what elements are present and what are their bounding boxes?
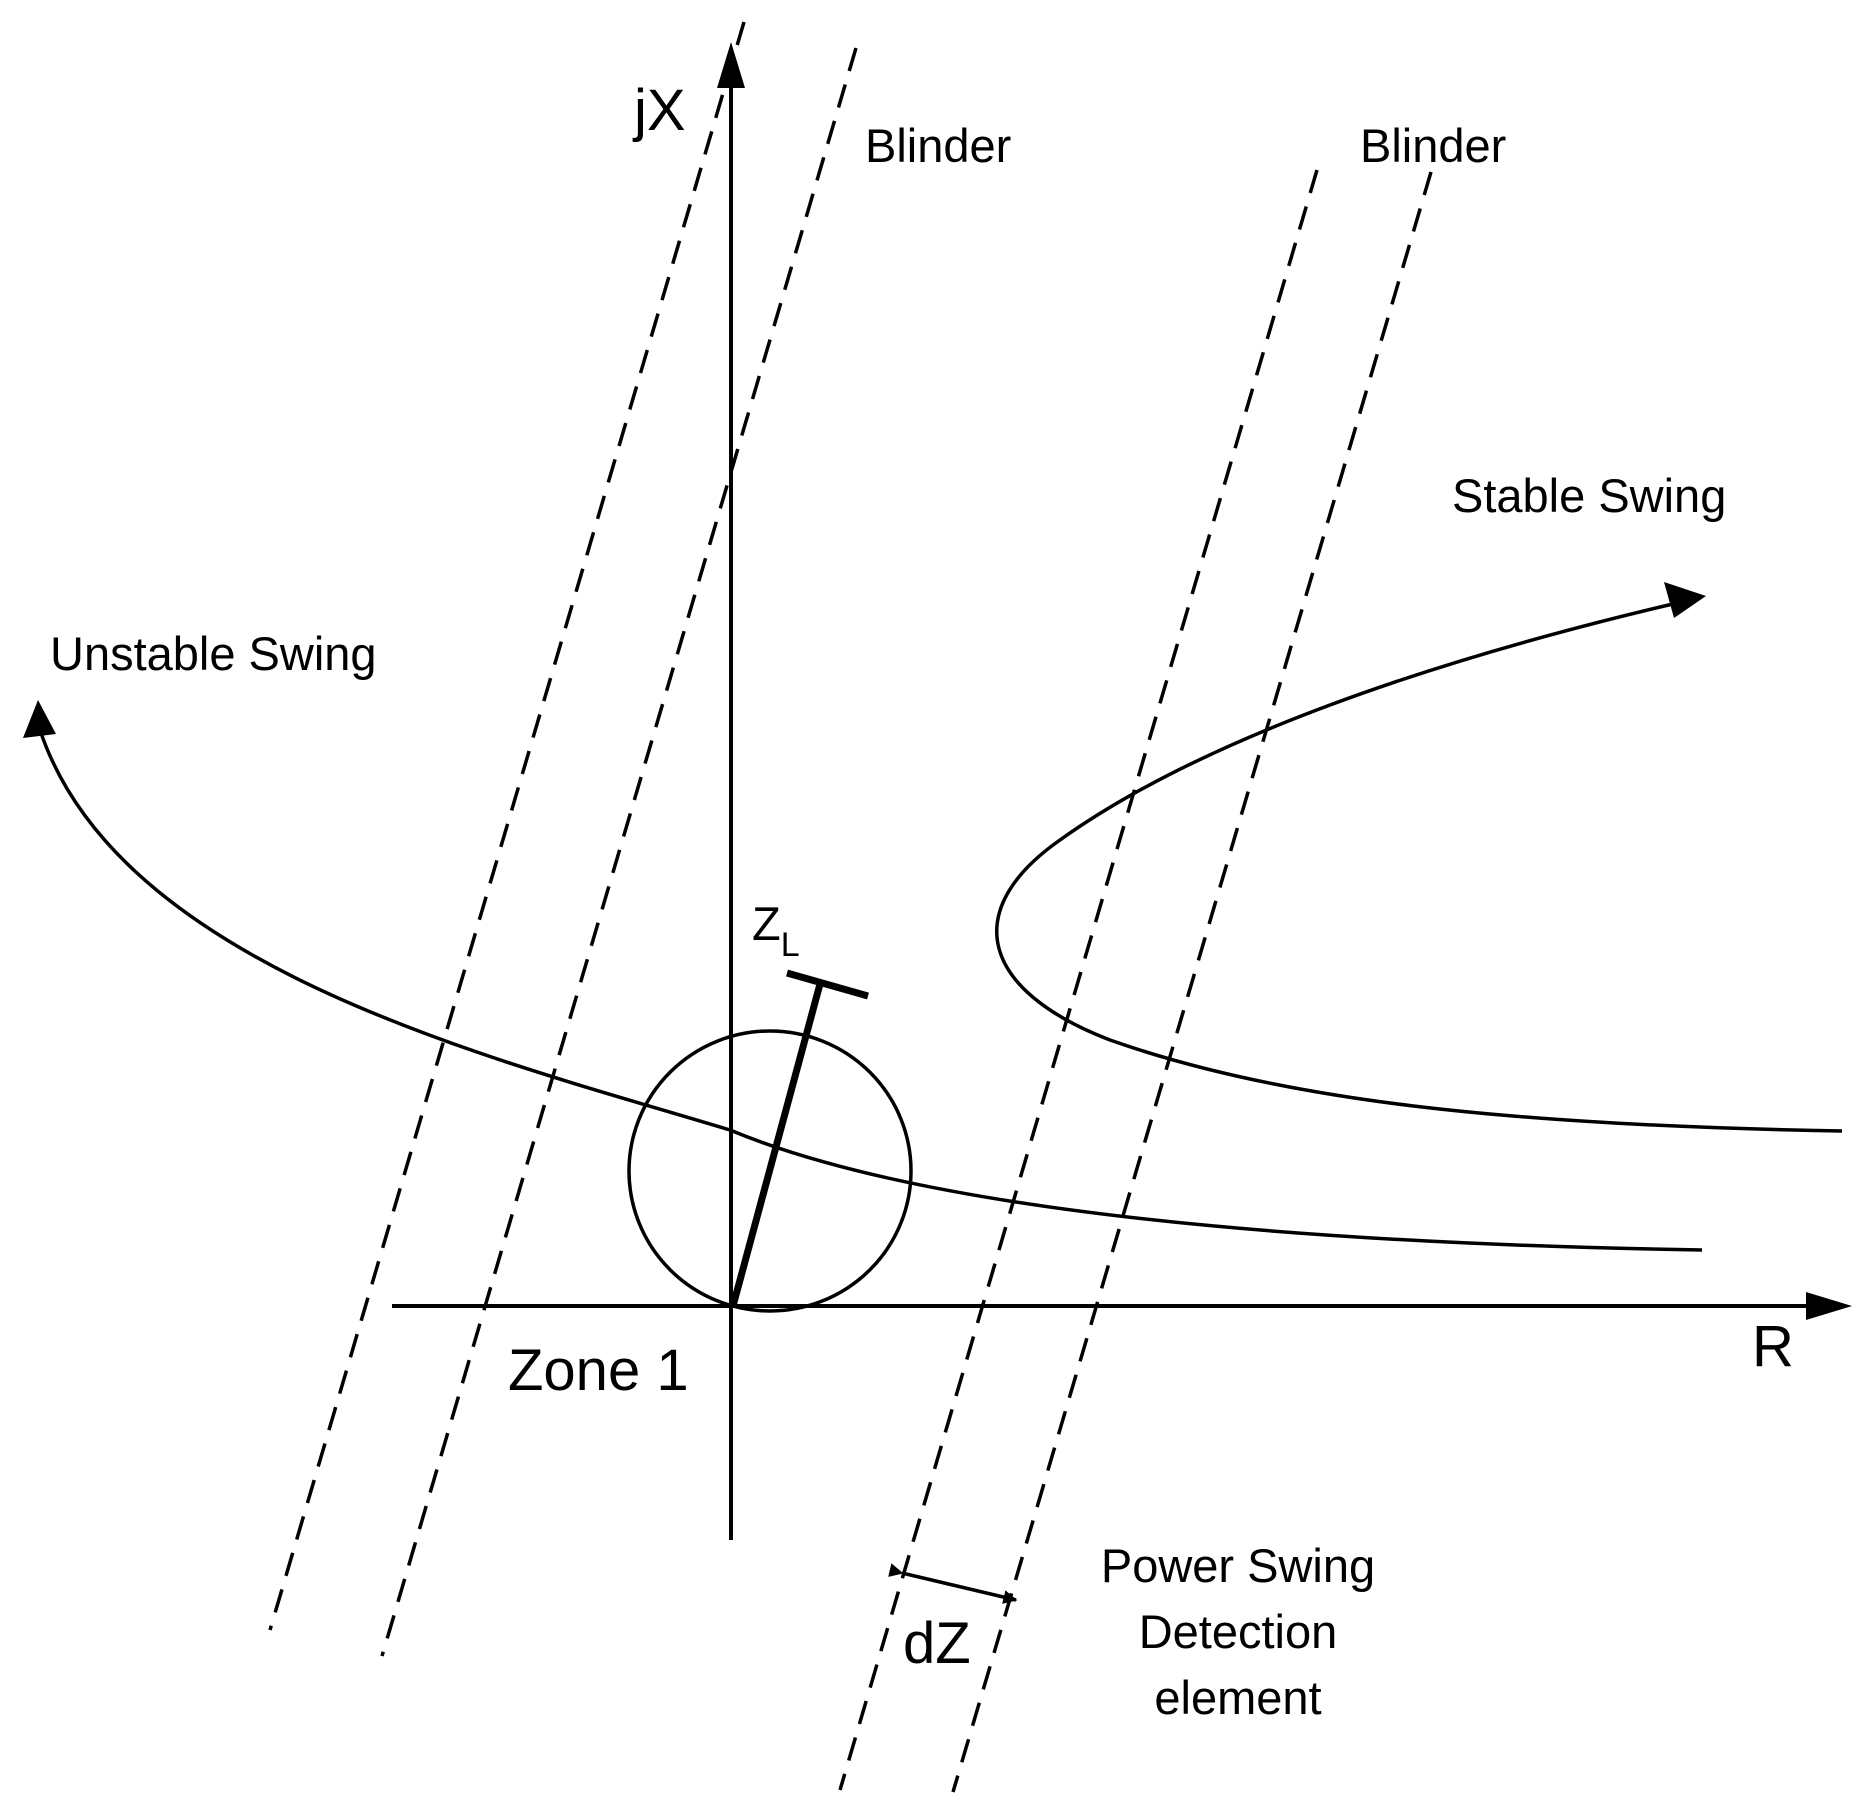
dz-label: dZ xyxy=(903,1611,971,1676)
blinder-right-label: Blinder xyxy=(1360,119,1506,172)
right-blinder-inner-line xyxy=(838,169,1319,1791)
left-blinder-inner-line xyxy=(380,47,858,1657)
zone1-circle xyxy=(627,1029,913,1313)
right-blinder-outer-line xyxy=(951,171,1433,1793)
stable-swing-label: Stable Swing xyxy=(1452,469,1726,522)
jx-axis-label: jX xyxy=(632,78,686,143)
stable-swing-arrowhead xyxy=(1664,582,1706,618)
dz-arrow xyxy=(888,1563,1018,1604)
psd-label-line3: element xyxy=(1154,1671,1321,1724)
zl-label-subscript: L xyxy=(781,926,800,964)
left-blinder-outer-line xyxy=(268,21,746,1631)
zl-end-tick xyxy=(786,969,869,1000)
psd-label-line1: Power Swing xyxy=(1101,1539,1375,1592)
unstable-swing-label: Unstable Swing xyxy=(50,627,377,680)
blinder-left-label: Blinder xyxy=(865,119,1011,172)
zl-label: ZL xyxy=(752,897,800,964)
unstable-swing-arrowhead xyxy=(23,700,56,738)
zl-impedance-line xyxy=(729,983,824,1307)
stable-swing-curve xyxy=(995,598,1843,1133)
r-axis-arrowhead xyxy=(1806,1292,1852,1320)
r-axis-label: R xyxy=(1752,1314,1794,1379)
zone1-label: Zone 1 xyxy=(508,1338,689,1403)
unstable-swing-curve xyxy=(38,729,1703,1252)
zl-label-main: Z xyxy=(752,897,781,950)
psd-label-line2: Detection xyxy=(1139,1605,1338,1658)
